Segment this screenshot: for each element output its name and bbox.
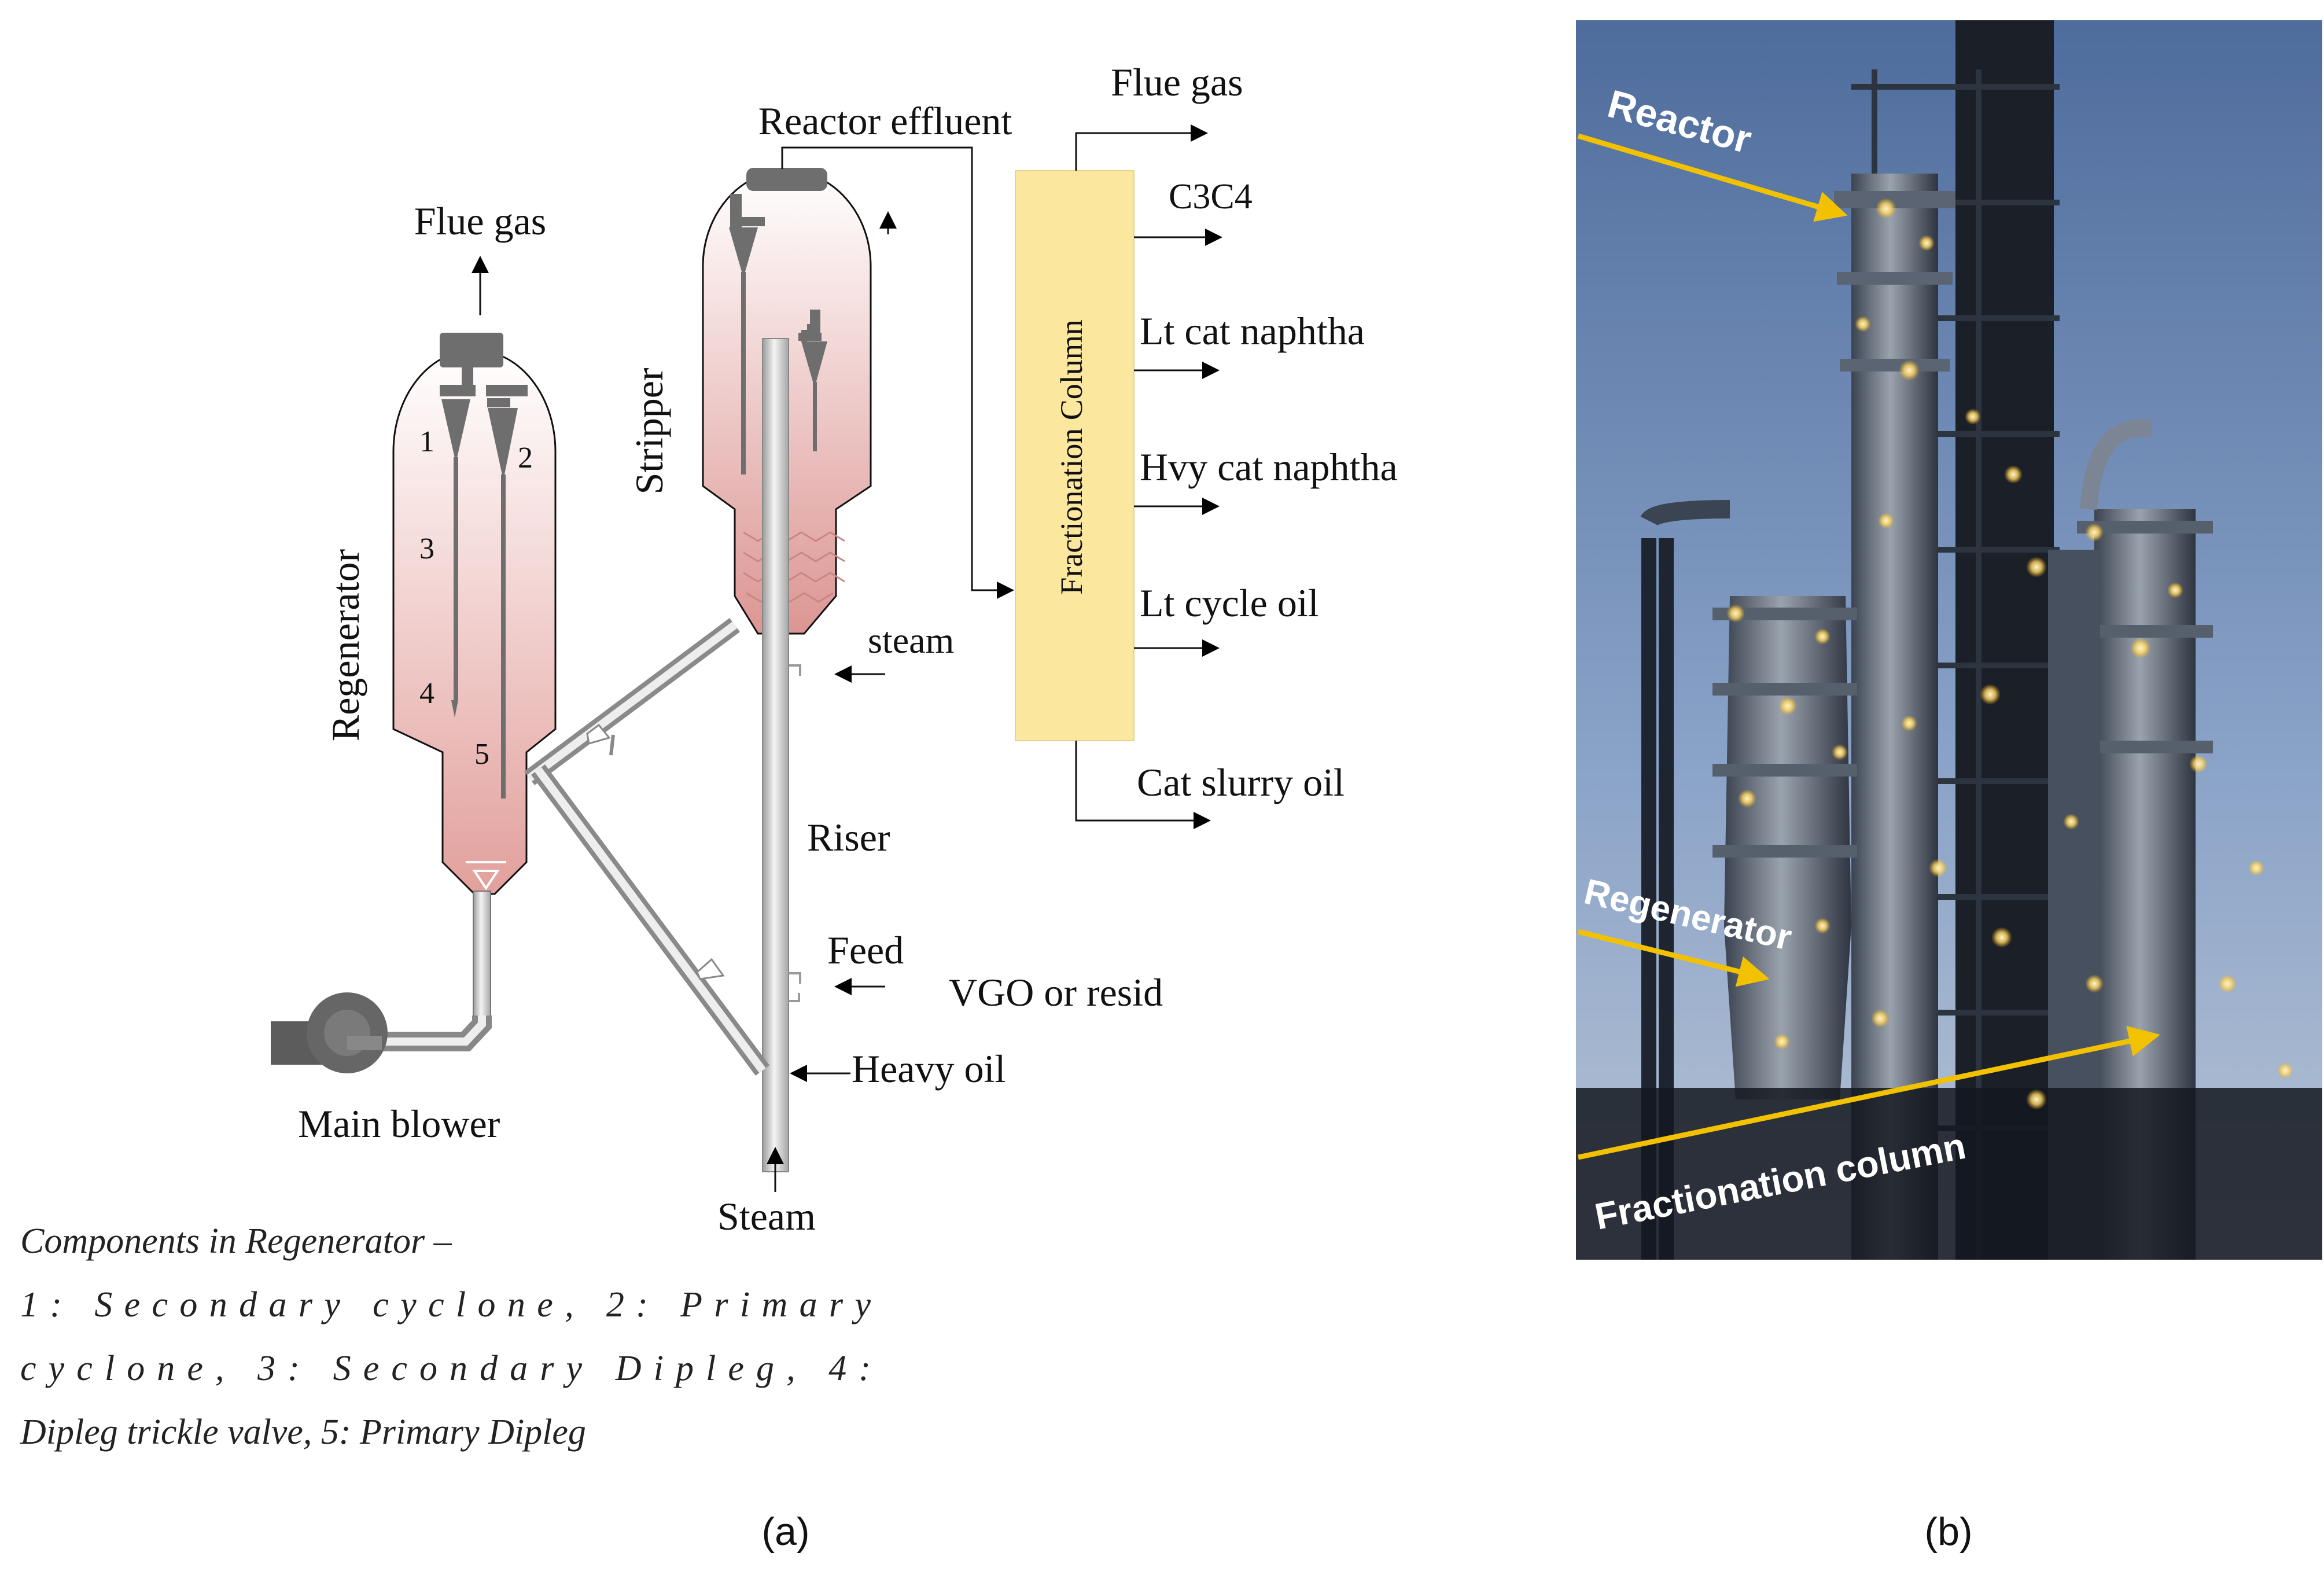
lt-cat-naphtha-label: Lt cat naphtha bbox=[1140, 309, 1365, 353]
riser-label: Riser bbox=[807, 815, 890, 859]
cat-slurry-oil-label: Cat slurry oil bbox=[1137, 760, 1345, 804]
photo-arrows bbox=[1577, 133, 2160, 1160]
riser-nozzles bbox=[789, 664, 801, 1002]
reactor-effluent-line bbox=[781, 146, 1014, 599]
component-number-2: 2 bbox=[518, 442, 533, 474]
steam-stripper-label: steam bbox=[868, 620, 954, 661]
heavy-oil-label: Heavy oil bbox=[852, 1047, 1006, 1091]
regenerator-cyclones bbox=[440, 333, 528, 799]
regenerated-catalyst-standpipe bbox=[531, 764, 770, 1076]
reactor-cyclones bbox=[729, 194, 827, 474]
stripper-baffles bbox=[743, 531, 845, 603]
flue-gas-top-label: Flue gas bbox=[1111, 60, 1243, 104]
air-line bbox=[376, 891, 492, 1051]
photo-lights bbox=[1726, 198, 2293, 1110]
caption-line-3: cyclone, 3: Secondary Dipleg, 4: bbox=[20, 1349, 871, 1388]
steam-bottom-label: Steam bbox=[717, 1194, 816, 1238]
fcc-schematic: Flue gas Reactor effluent Flue gas C3C4 … bbox=[20, 60, 1398, 1554]
components-caption: Components in Regenerator – 1: Secondary… bbox=[20, 1222, 871, 1452]
reactor-effluent-label: Reactor effluent bbox=[758, 99, 1012, 143]
inlet-arrows bbox=[472, 211, 897, 1192]
regenerator-vessel bbox=[392, 349, 557, 895]
flue-gas-regen-label: Flue gas bbox=[414, 199, 547, 243]
caption-line-1: Components in Regenerator – bbox=[20, 1222, 452, 1261]
refinery-photo: Reactor Regenerator Fractionation column… bbox=[1576, 20, 2322, 1554]
caption-line-2: 1: Secondary cyclone, 2: Primary bbox=[20, 1285, 871, 1325]
feed-label: Feed bbox=[827, 928, 904, 972]
component-number-4: 4 bbox=[419, 677, 434, 710]
regenerator-label: Regenerator bbox=[323, 549, 367, 742]
product-lines bbox=[1075, 124, 1222, 829]
panel-a-label: (a) bbox=[761, 1510, 809, 1554]
stripper-label: Stripper bbox=[627, 367, 671, 494]
photo-sky bbox=[1576, 20, 2322, 1260]
component-number-5: 5 bbox=[474, 738, 489, 771]
main-blower bbox=[271, 992, 388, 1073]
c3c4-label: C3C4 bbox=[1169, 177, 1253, 216]
lt-cycle-oil-label: Lt cycle oil bbox=[1140, 581, 1319, 625]
component-number-3: 3 bbox=[419, 532, 434, 565]
hvy-cat-naphtha-label: Hvy cat naphtha bbox=[1140, 445, 1398, 489]
caption-line-4: Dipleg trickle valve, 5: Primary Dipleg bbox=[20, 1412, 586, 1452]
fractionation-column bbox=[1015, 170, 1135, 741]
fractionation-column-label: Fractionation Column bbox=[1054, 319, 1089, 594]
vgo-label: VGO or resid bbox=[949, 970, 1163, 1014]
main-blower-label: Main blower bbox=[298, 1102, 500, 1146]
riser-pipe bbox=[762, 330, 807, 1172]
component-number-1: 1 bbox=[419, 425, 434, 458]
panel-b-label: (b) bbox=[1924, 1510, 1972, 1554]
spent-catalyst-standpipe bbox=[524, 617, 740, 786]
photo-structures bbox=[1576, 20, 2322, 1260]
regenerator-air-grid bbox=[466, 861, 506, 891]
